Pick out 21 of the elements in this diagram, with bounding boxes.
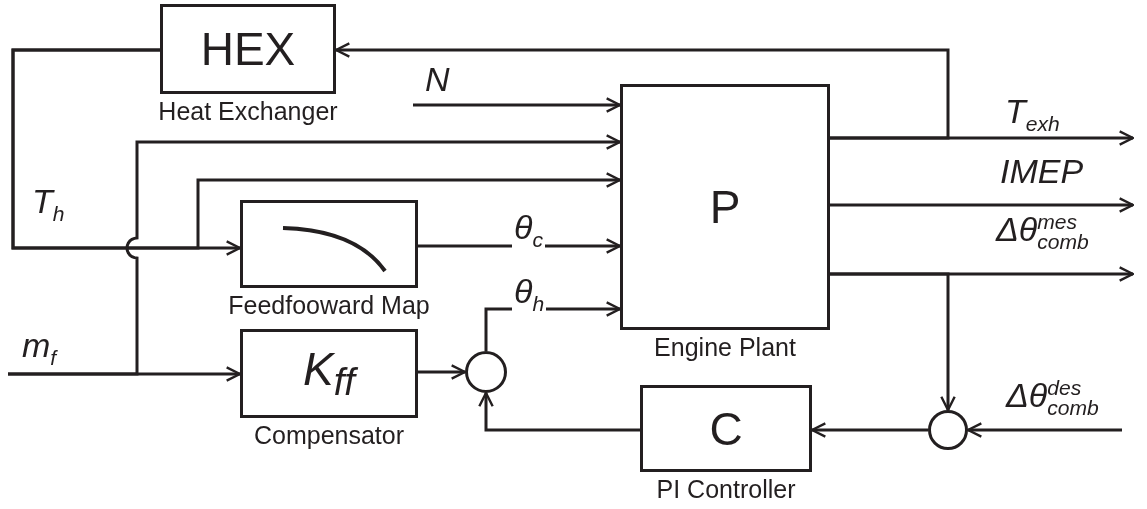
summing-junction	[928, 410, 968, 450]
arrow	[8, 134, 622, 376]
block-caption: Feedfooward Map	[228, 292, 430, 320]
arrow	[11, 48, 622, 250]
arrow	[830, 197, 1135, 213]
arrow	[413, 97, 622, 113]
arrow	[418, 364, 467, 380]
block-caption: Engine Plant	[654, 334, 796, 362]
arrow	[830, 272, 956, 412]
block-label: C	[708, 405, 744, 452]
block-caption: PI Controller	[656, 476, 796, 504]
arrow	[810, 422, 928, 438]
block-label: HEX	[199, 26, 297, 72]
summing-junction	[465, 351, 507, 393]
arrow	[334, 42, 950, 140]
block-label: P	[708, 184, 742, 230]
block-label: K$_{ff}$	[243, 345, 415, 402]
block-caption: Heat Exchanger	[158, 98, 338, 126]
block-caption: Compensator	[253, 422, 405, 450]
arrow	[966, 422, 1122, 438]
arrow	[478, 391, 640, 432]
